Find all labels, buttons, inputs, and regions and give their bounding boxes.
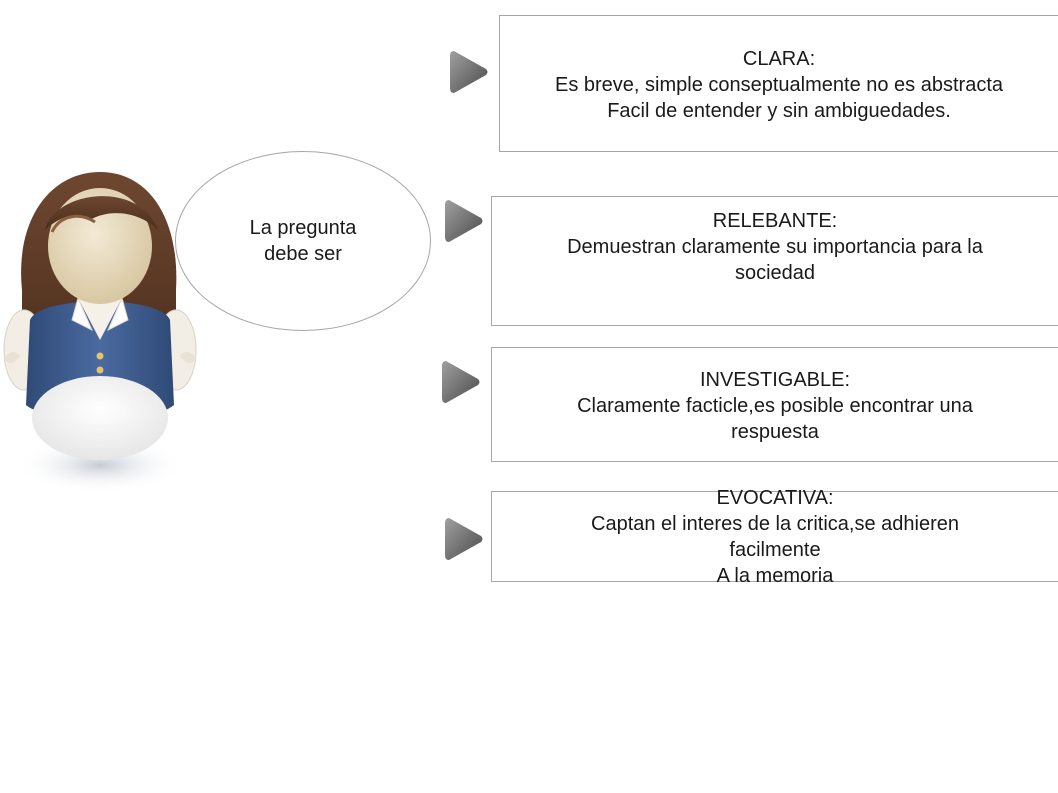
play-arrow-icon <box>450 51 488 93</box>
criterion-text: Facil de entender y sin ambiguedades. <box>607 100 951 122</box>
criterion-box-investigable: INVESTIGABLE: Claramente facticle,es pos… <box>491 347 1058 462</box>
speech-bubble: La pregunta debe ser <box>175 151 431 331</box>
bubble-text-line2: debe ser <box>264 243 342 265</box>
criterion-title: EVOCATIVA: <box>716 487 834 509</box>
criterion-title: INVESTIGABLE: <box>699 369 851 391</box>
criterion-box-clara: CLARA: Es breve, simple conseptualmente … <box>499 15 1058 152</box>
bubble-text-line1: La pregunta <box>249 217 357 239</box>
play-arrow-icon <box>445 518 483 560</box>
criterion-title: CLARA: <box>742 48 816 70</box>
person-avatar-icon <box>3 172 197 493</box>
criterion-title: RELEBANTE: <box>712 210 838 232</box>
criterion-text: Demuestran claramente su importancia par… <box>567 236 983 258</box>
criterion-text: A la memoria <box>716 565 834 587</box>
criterion-text: Captan el interes de la critica,se adhie… <box>591 513 959 535</box>
criterion-text: Claramente facticle,es posible encontrar… <box>577 395 973 417</box>
criterion-text: Es breve, simple conseptualmente no es a… <box>554 74 1004 96</box>
play-arrow-icon <box>442 361 480 403</box>
play-arrow-icon <box>445 200 483 242</box>
criterion-box-relebante: RELEBANTE: Demuestran claramente su impo… <box>491 196 1058 326</box>
criterion-text: facilmente <box>729 539 821 561</box>
criterion-text: sociedad <box>734 262 816 284</box>
criterion-text: respuesta <box>731 421 819 443</box>
criterion-box-evocativa: EVOCATIVA: Captan el interes de la criti… <box>491 487 1058 587</box>
